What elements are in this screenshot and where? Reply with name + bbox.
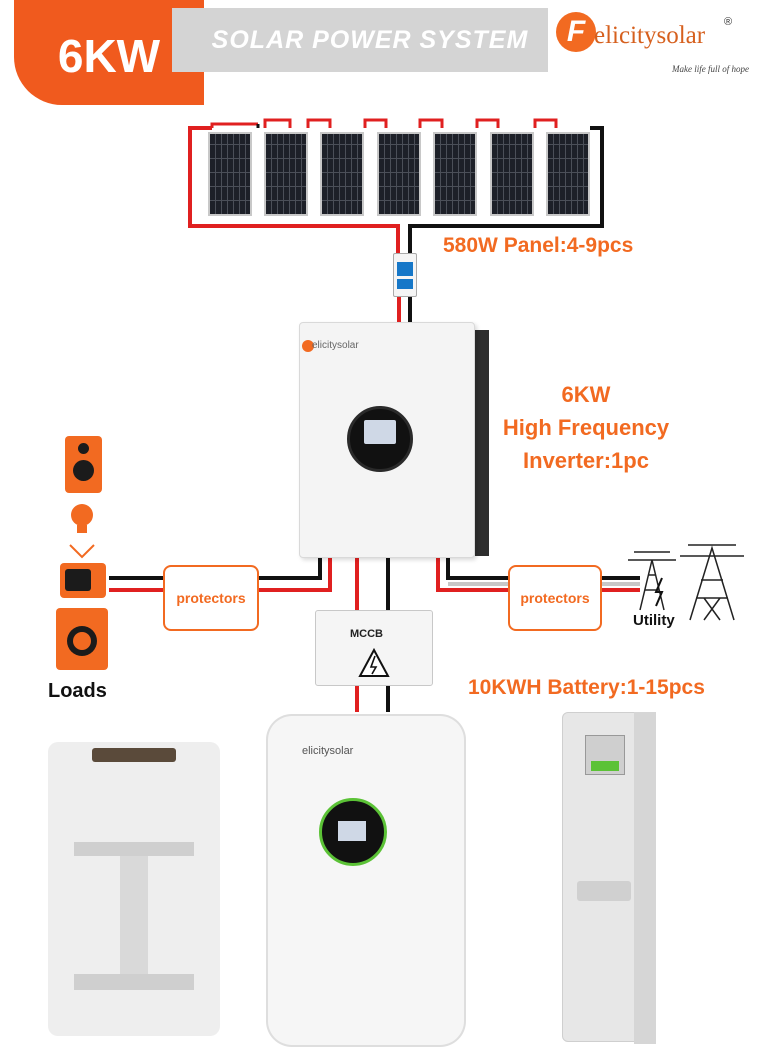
mccb-label: MCCB	[350, 628, 383, 640]
battery-back-view	[48, 742, 220, 1036]
speaker-icon	[65, 436, 102, 493]
battery-front-view	[266, 714, 466, 1047]
battery-screen	[338, 821, 366, 841]
battery-label: 10KWH Battery:1-15pcs	[468, 676, 705, 699]
registered-mark: ®	[724, 16, 733, 28]
inverter-screen	[364, 420, 396, 444]
lightning-icon	[654, 577, 664, 607]
dc-breaker-switch	[397, 262, 413, 276]
solar-panel	[546, 132, 590, 216]
inverter-brand: elicitysolar	[312, 340, 359, 351]
brand-name: elicitysolar	[594, 22, 706, 49]
pv-negative-wire	[408, 126, 604, 254]
inverter-label-line: High Frequency	[502, 415, 670, 440]
felicity-logo-icon: F	[556, 12, 596, 52]
panel-interconnects	[210, 118, 558, 128]
inverter-label-line: Inverter:1pc	[523, 448, 649, 473]
solar-panel	[320, 132, 364, 216]
battery-brand: elicitysolar	[302, 745, 354, 757]
solar-panel	[490, 132, 534, 216]
utility-label: Utility	[633, 612, 675, 629]
inverter-logo-icon	[302, 340, 314, 352]
solar-panel	[433, 132, 477, 216]
loads-label: Loads	[48, 680, 107, 702]
pv-positive-wire	[188, 126, 400, 254]
brand-logo: F elicitysolar ® Make life full of hope	[556, 8, 756, 78]
panel-label: 580W Panel:4-9pcs	[443, 234, 634, 257]
solar-panel	[377, 132, 421, 216]
page-title: SOLAR POWER SYSTEM	[172, 8, 548, 72]
protector-left: protectors	[163, 565, 259, 631]
inverter-label: 6KW High Frequency Inverter:1pc	[490, 378, 682, 477]
mccb-warning-icon	[358, 647, 390, 677]
solar-panel	[264, 132, 308, 216]
brand-slogan: Make life full of hope	[672, 64, 749, 74]
solar-panel	[208, 132, 252, 216]
tv-icon	[60, 563, 106, 598]
battery-side-edge	[634, 712, 656, 1044]
inverter-label-line: 6KW	[561, 382, 611, 407]
dc-breaker-base	[397, 279, 413, 289]
light-bulb-icon	[69, 504, 95, 559]
battery-handle	[92, 748, 176, 762]
transmission-tower-icon	[628, 544, 744, 621]
protector-right: protectors	[508, 565, 602, 631]
washing-machine-icon	[56, 608, 108, 670]
inverter-side	[475, 330, 489, 556]
battery-side-view	[562, 712, 644, 1042]
